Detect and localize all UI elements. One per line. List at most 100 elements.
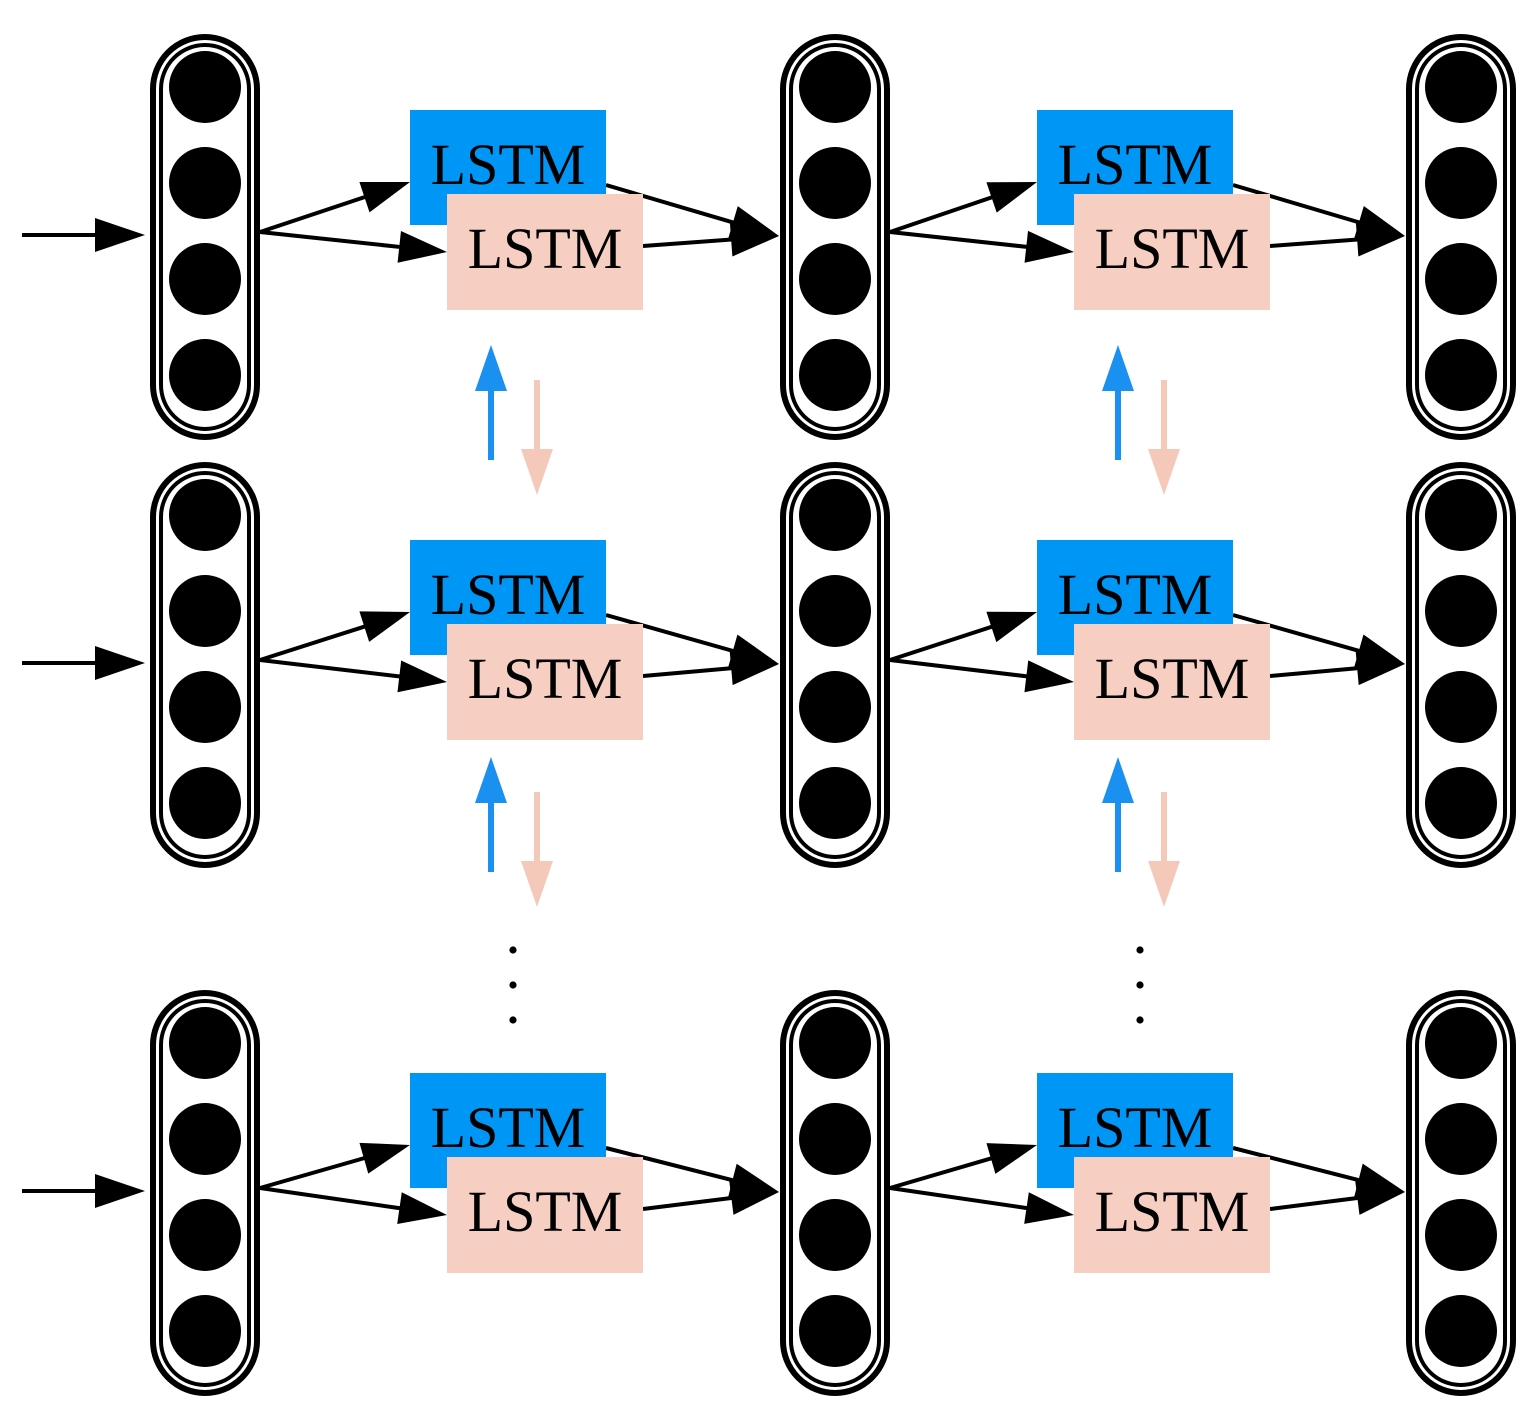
- neuron-node: [169, 575, 241, 647]
- neuron-node: [169, 51, 241, 123]
- backward-lstm-label: LSTM: [1095, 1179, 1250, 1244]
- vector-inner-border: [789, 471, 881, 859]
- backward-lstm-r1-c1: LSTM: [447, 194, 643, 310]
- edge-to-backward-lstm: [889, 658, 1031, 679]
- vector-r2-c2: [780, 462, 890, 868]
- backward-lstm-box: [447, 624, 643, 740]
- neuron-node: [169, 1103, 241, 1175]
- edge-to-forward-lstm-head: [986, 182, 1037, 213]
- edge-to-backward-lstm-head: [1024, 230, 1074, 263]
- vector-inner-border: [789, 999, 881, 1387]
- edge-from-backward-lstm-head: [729, 222, 779, 257]
- neuron-node: [1425, 671, 1497, 743]
- forward-lstm-label: LSTM: [1058, 562, 1213, 627]
- vector-inner-border: [159, 43, 251, 431]
- vector-inner-border: [1415, 471, 1507, 859]
- edge-to-backward-lstm-head: [1024, 660, 1074, 693]
- forward-lstm-label: LSTM: [431, 132, 586, 197]
- neuron-node: [1425, 243, 1497, 315]
- neuron-node: [1425, 767, 1497, 839]
- ellipsis-label: ⋮: [1120, 984, 1160, 1029]
- ellipsis-label: ⋮: [493, 984, 533, 1029]
- edge-to-backward-lstm: [259, 658, 404, 679]
- backward-lstm-r3-c1: LSTM: [447, 1157, 643, 1273]
- ellipsis-dot: [509, 981, 517, 989]
- edge-from-backward-lstm: [642, 237, 736, 248]
- vector-inner-border: [789, 43, 881, 431]
- edge-to-forward-lstm-head: [359, 182, 410, 213]
- neuron-node: [799, 1199, 871, 1271]
- edge-from-forward-lstm: [1232, 613, 1364, 654]
- neuron-node: [799, 1295, 871, 1367]
- input-arrow-head: [95, 1174, 145, 1208]
- vector-inner-border: [1415, 999, 1507, 1387]
- vector-r1-c1: [150, 34, 260, 440]
- vector-inner-border: [159, 471, 251, 859]
- edge-to-backward-lstm-head: [1024, 1192, 1074, 1224]
- edge-from-backward-lstm: [1269, 237, 1362, 248]
- downward-connection-head: [521, 861, 553, 907]
- edge-to-backward-lstm-head: [397, 230, 447, 263]
- edge-to-forward-lstm-head: [986, 611, 1037, 643]
- edge-to-forward-lstm-head: [986, 1143, 1037, 1174]
- neuron-node: [799, 479, 871, 551]
- neuron-node: [169, 1199, 241, 1271]
- neuron-node: [169, 1007, 241, 1079]
- backward-lstm-label: LSTM: [468, 216, 623, 281]
- forward-lstm-label: LSTM: [431, 562, 586, 627]
- ellipsis-dot: [1136, 981, 1144, 989]
- edge-to-forward-lstm-head: [359, 611, 410, 642]
- ellipsis-dot: [1136, 946, 1144, 954]
- edge-to-forward-lstm: [889, 623, 996, 662]
- neuron-node: [169, 147, 241, 219]
- edge-from-backward-lstm-head: [1355, 651, 1405, 686]
- neuron-node: [169, 339, 241, 411]
- neuron-node: [799, 575, 871, 647]
- neuron-node: [1425, 1199, 1497, 1271]
- edge-from-forward-lstm: [1232, 1146, 1363, 1184]
- upward-connection-head: [1102, 345, 1134, 391]
- neuron-node: [799, 243, 871, 315]
- neuron-node: [799, 767, 871, 839]
- edge-to-backward-lstm: [259, 230, 404, 250]
- neuron-node: [169, 479, 241, 551]
- backward-lstm-box: [447, 194, 643, 310]
- edge-from-forward-lstm: [605, 613, 738, 654]
- backward-lstm-label: LSTM: [1095, 646, 1250, 711]
- vector-inner-border: [159, 999, 251, 1387]
- neuron-node: [799, 671, 871, 743]
- edge-to-forward-lstm: [259, 623, 369, 662]
- backward-lstm-r1-c2: LSTM: [1074, 194, 1270, 310]
- edge-to-forward-lstm: [889, 1155, 996, 1190]
- neuron-node: [1425, 1007, 1497, 1079]
- neuron-node: [1425, 1103, 1497, 1175]
- edge-to-backward-lstm: [889, 1186, 1031, 1211]
- edge-to-forward-lstm: [889, 194, 996, 234]
- neuron-node: [1425, 147, 1497, 219]
- downward-connection-head: [1148, 861, 1180, 907]
- edge-from-backward-lstm: [642, 1195, 736, 1211]
- edge-from-backward-lstm-head: [729, 651, 779, 686]
- neuron-node: [1425, 339, 1497, 411]
- backward-lstm-label: LSTM: [1095, 216, 1250, 281]
- downward-connection-head: [1148, 449, 1180, 495]
- forward-lstm-label: LSTM: [1058, 132, 1213, 197]
- neuron-node: [169, 671, 241, 743]
- vector-r1-c3: [1406, 34, 1516, 440]
- neuron-node: [169, 243, 241, 315]
- edge-from-forward-lstm: [605, 1146, 737, 1184]
- edge-from-forward-lstm: [1232, 183, 1364, 226]
- ellipsis-dot: [509, 1016, 517, 1024]
- edge-from-backward-lstm-head: [1355, 222, 1405, 257]
- edge-to-backward-lstm: [889, 230, 1031, 250]
- edge-to-forward-lstm: [259, 1155, 369, 1190]
- edge-from-backward-lstm: [1269, 665, 1362, 678]
- edge-from-forward-lstm: [605, 183, 738, 226]
- downward-connection-head: [521, 449, 553, 495]
- edge-to-forward-lstm-head: [359, 1142, 410, 1174]
- neuron-node: [1425, 1295, 1497, 1367]
- forward-lstm-label: LSTM: [1058, 1095, 1213, 1160]
- backward-lstm-r3-c2: LSTM: [1074, 1157, 1270, 1273]
- vector-r2-c3: [1406, 462, 1516, 868]
